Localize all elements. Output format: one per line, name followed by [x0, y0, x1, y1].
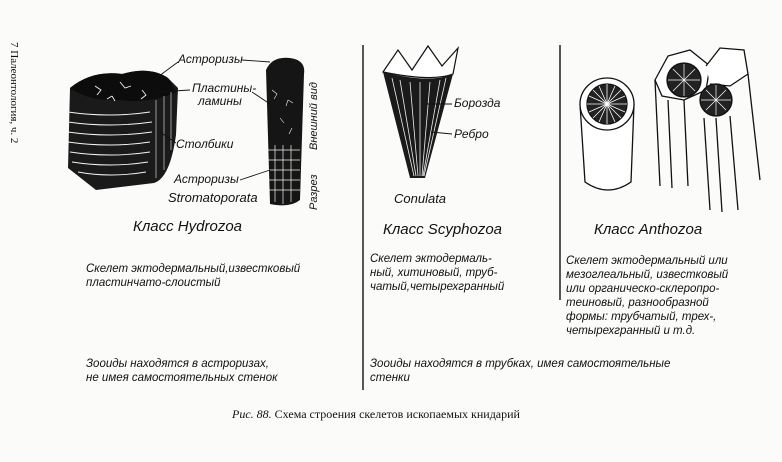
class-title-scyphozoa: Класс Scyphozoa [383, 221, 503, 238]
anthozoa-cylinder [579, 77, 635, 191]
conulata-funnel [381, 44, 460, 178]
stromatoporata-block [67, 70, 178, 190]
hydrozoa-zooids-text: Зооиды находятся в астроризах, не имея с… [86, 358, 278, 384]
label-laminy: ламины [198, 94, 242, 108]
shared-zooids-text: Зооиды находятся в трубках, имея самосто… [370, 358, 671, 384]
label-stolbiki: Столбики [176, 137, 234, 151]
figure-caption: Рис. 88. Схема строения скелетов ископае… [232, 407, 520, 422]
label-astrorizy-top: Астроризы [178, 52, 243, 66]
label-vneshniy-vid: Внешний вид [308, 82, 320, 150]
label-plastiny: Пластины- [192, 81, 257, 95]
figure-caption-text: Схема строения скелетов ископаемых книда… [271, 407, 520, 421]
figure-number: Рис. 88. [232, 407, 272, 421]
anthozoa-skeleton-text: Скелет эктодермальный или мезоглеальный,… [566, 255, 729, 337]
genus-conulata: Conulata [394, 191, 447, 206]
class-title-anthozoa: Класс Anthozoa [594, 221, 703, 238]
scyphozoa-skeleton-text: Скелет эктодермаль- ный, хитиновый, труб… [370, 253, 505, 293]
label-astrorizy-bottom: Астроризы [174, 172, 239, 186]
hydrozoa-skeleton-text: Скелет эктодермальный,известковый пласти… [86, 263, 301, 289]
label-razrez: Разрез [308, 174, 320, 210]
label-borozda: Борозда [454, 96, 501, 110]
stromatoporata-column [266, 57, 305, 206]
class-title-hydrozoa: Класс Hydrozoa [133, 218, 243, 235]
label-rebro: Ребро [454, 127, 489, 141]
genus-stromatoporata: Stromatoporata [168, 190, 258, 205]
anthozoa-colony [654, 47, 761, 213]
